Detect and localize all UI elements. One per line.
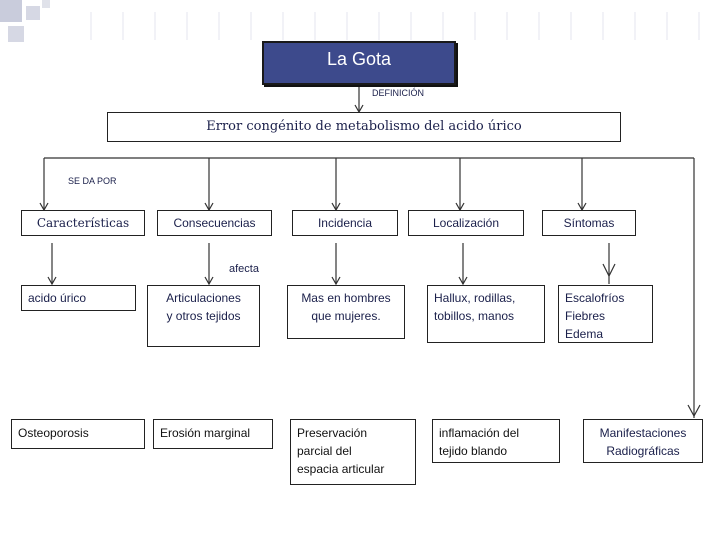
title-box: La Gota [262,41,456,85]
radiography-manifestaciones: Manifestaciones Radiográficas [583,419,703,463]
detail-acido-urico: acido úrico [21,285,136,311]
radiography-osteoporosis: Osteoporosis [11,419,145,449]
detail-incidencia: Mas en hombres que mujeres. [287,285,405,339]
detail-sintomas-line: Fiebres [565,309,606,323]
radiography-inflamacion: inflamación del tejido blando [432,419,560,463]
radiography-erosion: Erosión marginal [153,419,273,449]
radiography-preservacion: Preservación parcial del espacia articul… [290,419,416,485]
detail-sintomas-line: Escalofríos [565,291,625,305]
decoration-top-band [60,12,728,40]
detail-articulaciones-line: y otros tejidos [166,309,241,323]
radiography-preservacion-line: parcial del [297,444,352,458]
category-localizacion: Localización [408,210,524,236]
category-sintomas-text: Síntomas [563,216,615,230]
se-da-por-label: SE DA POR [68,176,117,186]
category-consecuencias: Consecuencias [157,210,272,236]
radiography-inflamacion-line: tejido blando [439,444,508,458]
detail-sintomas: Escalofríos Fiebres Edema [558,285,653,343]
radiography-erosion-text: Erosión marginal [160,426,251,440]
radiography-preservacion-line: espacia articular [297,462,385,476]
detail-articulaciones: Articulaciones y otros tejidos [147,285,260,347]
detail-localizacion-line: Hallux, rodillas, [434,291,516,305]
definition-box: Error congénito de metabolismo del acido… [107,112,621,142]
detail-localizacion: Hallux, rodillas, tobillos, manos [427,285,545,343]
category-incidencia-text: Incidencia [317,216,373,230]
radiography-preservacion-line: Preservación [297,426,368,440]
category-caracteristicas-text: Características [36,216,130,230]
radiography-manifestaciones-line: Manifestaciones [599,426,687,440]
detail-acido-urico-text: acido úrico [28,291,87,305]
category-sintomas: Síntomas [542,210,636,236]
category-consecuencias-text: Consecuencias [173,216,256,230]
detail-localizacion-line: tobillos, manos [434,309,515,323]
title-text: La Gota [326,49,392,69]
afecta-label: afecta [229,263,259,275]
radiography-osteoporosis-text: Osteoporosis [18,426,89,440]
category-caracteristicas: Características [21,210,145,236]
category-localizacion-text: Localización [432,216,500,230]
radiography-inflamacion-line: inflamación del [439,426,520,440]
definition-text: Error congénito de metabolismo del acido… [206,119,522,134]
detail-incidencia-line: Mas en hombres [301,291,391,305]
definicion-label: DEFINICIÓN [372,88,425,98]
radiography-manifestaciones-line: Radiográficas [606,444,680,458]
detail-incidencia-line: que mujeres. [311,309,381,323]
detail-sintomas-line: Edema [565,327,604,341]
category-incidencia: Incidencia [292,210,398,236]
detail-articulaciones-line: Articulaciones [166,291,241,305]
